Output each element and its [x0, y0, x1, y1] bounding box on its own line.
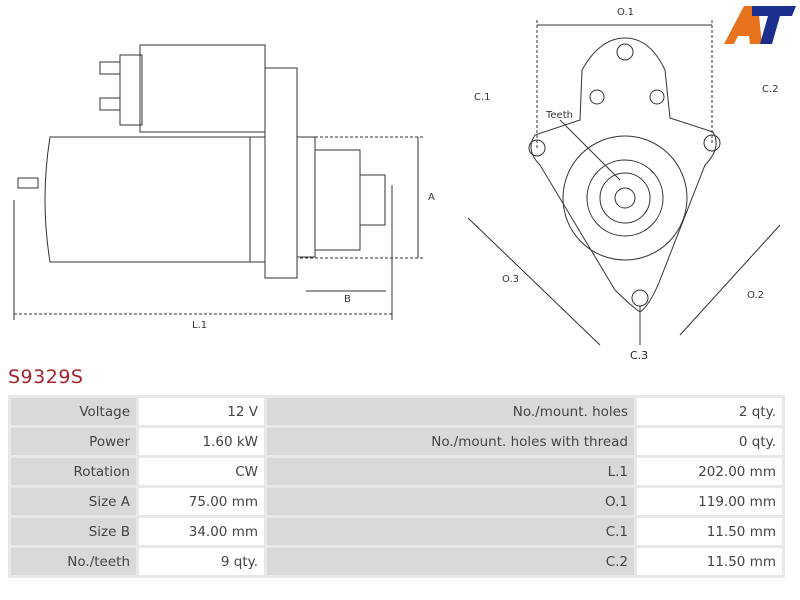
spec-value: 11.50 mm: [637, 518, 782, 545]
spec-label: No./mount. holes with thread: [267, 428, 634, 455]
spec-value: 202.00 mm: [637, 458, 782, 485]
spec-label: Size A: [11, 488, 136, 515]
spec-label: Rotation: [11, 458, 136, 485]
front-view: O.1 O.3 O.2 C.1 C.2 C.3 Teeth: [467, 7, 781, 362]
dim-c3-label: C.3: [630, 349, 648, 362]
table-row: No./teeth 9 qty. C.2 11.50 mm: [11, 548, 782, 575]
dim-o2-label: O.2: [747, 290, 764, 301]
spec-value: 75.00 mm: [139, 488, 264, 515]
side-view: L.1 A B: [13, 44, 435, 331]
specs-table: Voltage 12 V No./mount. holes 2 qty. Powe…: [8, 395, 785, 578]
spec-label: L.1: [267, 458, 634, 485]
spec-value: 2 qty.: [637, 398, 782, 425]
starter-drawing: L.1 A B O.1 O.3 O.2 C.1 C.2 C.3 Teeth: [13, 7, 781, 362]
spec-label: C.2: [267, 548, 634, 575]
spec-value: 119.00 mm: [637, 488, 782, 515]
spec-value: 1.60 kW: [139, 428, 264, 455]
dim-c1-label: C.1: [474, 92, 491, 103]
spec-label: Power: [11, 428, 136, 455]
product-code: S9329S: [8, 366, 84, 388]
dim-o1-label: O.1: [617, 7, 634, 18]
table-row: Size B 34.00 mm C.1 11.50 mm: [11, 518, 782, 545]
spec-value: CW: [139, 458, 264, 485]
dim-b-label: B: [344, 294, 351, 305]
table-row: Rotation CW L.1 202.00 mm: [11, 458, 782, 485]
spec-value: 0 qty.: [637, 428, 782, 455]
spec-label: O.1: [267, 488, 634, 515]
table-row: Power 1.60 kW No./mount. holes with thre…: [11, 428, 782, 455]
table-row: Voltage 12 V No./mount. holes 2 qty.: [11, 398, 782, 425]
spec-label: No./mount. holes: [267, 398, 634, 425]
spec-label: No./teeth: [11, 548, 136, 575]
spec-value: 34.00 mm: [139, 518, 264, 545]
spec-value: 9 qty.: [139, 548, 264, 575]
spec-value: 12 V: [139, 398, 264, 425]
dim-o3-label: O.3: [502, 274, 519, 285]
spec-label: Voltage: [11, 398, 136, 425]
dim-l1-label: L.1: [192, 320, 207, 331]
dim-c2-label: C.2: [762, 84, 779, 95]
spec-value: 11.50 mm: [637, 548, 782, 575]
spec-label: C.1: [267, 518, 634, 545]
teeth-label: Teeth: [545, 110, 573, 121]
dim-a-label: A: [428, 192, 435, 203]
brand-logo: [724, 6, 796, 44]
spec-label: Size B: [11, 518, 136, 545]
table-row: Size A 75.00 mm O.1 119.00 mm: [11, 488, 782, 515]
